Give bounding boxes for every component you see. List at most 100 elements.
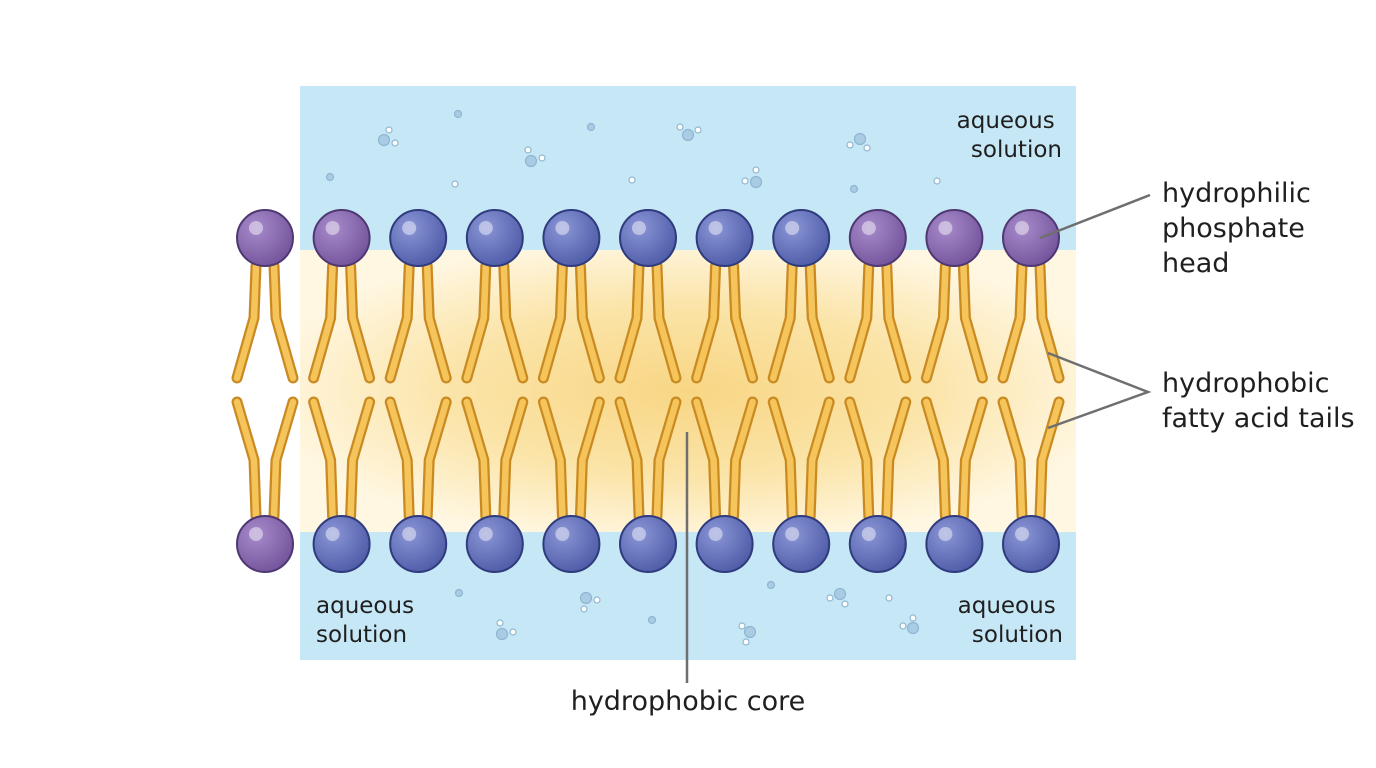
head-highlight xyxy=(785,221,800,235)
fatty-acid-tail-fill xyxy=(693,398,719,520)
fatty-acid-tail-fill xyxy=(463,398,490,520)
fatty-acid-tail-fill xyxy=(1036,398,1063,520)
aqueous-label-bottom-left: aqueous solution xyxy=(316,593,421,648)
fatty-acid-tail-fill xyxy=(846,398,873,520)
hydrophilic-head-label: hydrophilic phosphate head xyxy=(1162,178,1319,279)
fatty-acid-tail-fill xyxy=(270,262,297,382)
phosphate-head xyxy=(772,209,831,267)
fatty-acid-tail-fill xyxy=(500,262,527,382)
aqueous-top-line2: solution xyxy=(971,137,1062,163)
phosphate-head xyxy=(312,209,371,267)
phosphate-head xyxy=(619,209,677,267)
fatty-acid-tail-fill xyxy=(423,398,450,520)
fatty-acid-tail-fill xyxy=(730,398,756,520)
head-highlight xyxy=(478,221,493,235)
aqueous-label-bottom-right: aqueous solution xyxy=(958,593,1063,648)
head-highlight xyxy=(325,527,340,541)
fatty-acid-tail-fill xyxy=(386,262,413,382)
phosphate-head xyxy=(236,515,294,573)
fatty-acid-tail-fill xyxy=(999,262,1026,382)
fatty-acid-tail-fill xyxy=(577,262,603,382)
head-highlight xyxy=(1015,221,1029,235)
phosphate-head xyxy=(848,515,907,573)
aqueous-top-line1: aqueous xyxy=(957,108,1055,134)
phosphate-head xyxy=(389,515,448,573)
phosphate-heads xyxy=(236,209,1060,573)
fatty-acid-tail-fill xyxy=(653,398,680,520)
fatty-acid-tail-fill xyxy=(883,262,910,382)
hydrophobic-tails-label: hydrophobic fatty acid tails xyxy=(1162,368,1355,434)
fatty-acid-tail-fill xyxy=(883,398,910,520)
head-highlight xyxy=(402,527,417,541)
fatty-acid-tail-fill xyxy=(577,398,603,520)
fatty-acid-tail-fill xyxy=(923,262,949,382)
fatty-acid-tail-fill xyxy=(923,398,949,520)
fatty-acid-tail-fill xyxy=(386,398,413,520)
fatty-acid-tail-fill xyxy=(310,398,336,520)
phosphate-head xyxy=(925,209,984,267)
fatty-acid-tail-fill xyxy=(616,398,643,520)
fatty-acid-tail-fill xyxy=(540,262,566,382)
phosphate-head xyxy=(312,515,371,573)
tails-leader-line xyxy=(1047,351,1152,430)
fatty-acid-tail-fill xyxy=(806,398,833,520)
fatty-acid-tail-fill xyxy=(347,262,373,382)
aqueous-br-line2: solution xyxy=(972,622,1063,648)
fatty-acid-tail-fill xyxy=(846,262,873,382)
head-highlight xyxy=(555,221,570,235)
head-highlight xyxy=(1015,527,1029,541)
aqueous-bl-line1: aqueous xyxy=(316,593,414,619)
fatty-acid-tail-fill xyxy=(1036,262,1063,382)
phosphate-head xyxy=(389,209,448,267)
fatty-acid-tail-fill xyxy=(730,262,756,382)
aqueous-label-top-right: aqueous solution xyxy=(957,108,1062,163)
fatty-acid-tail-fill xyxy=(769,262,796,382)
phosphate-head xyxy=(1002,209,1060,267)
water-molecules xyxy=(325,109,941,646)
phosphate-head xyxy=(236,209,294,267)
head-highlight xyxy=(402,221,417,235)
fatty-acid-tail-fill xyxy=(653,262,680,382)
fatty-acid-tail-fill xyxy=(423,262,450,382)
fatty-acid-tail-fill xyxy=(347,398,373,520)
fatty-acid-tail-fill xyxy=(233,262,260,382)
phosphate-head xyxy=(465,209,524,267)
fatty-acid-tail-fill xyxy=(310,262,336,382)
tails-label-line2: fatty acid tails xyxy=(1162,403,1355,434)
head-label-line3: head xyxy=(1162,248,1229,279)
phosphate-head xyxy=(772,515,831,573)
head-label-line2: phosphate xyxy=(1162,213,1305,244)
head-leader-line xyxy=(1039,193,1151,240)
head-highlight xyxy=(478,527,493,541)
fatty-acid-tail-fill xyxy=(693,262,719,382)
phosphate-head xyxy=(695,515,754,573)
leader-lines xyxy=(685,193,1152,683)
fatty-acid-tail-fill xyxy=(960,398,986,520)
head-highlight xyxy=(785,527,800,541)
head-label-line1: hydrophilic xyxy=(1162,178,1311,209)
head-highlight xyxy=(708,527,723,541)
phosphate-head xyxy=(1002,515,1060,573)
phosphate-head xyxy=(465,515,524,573)
hydrophobic-core-label: hydrophobic core xyxy=(571,686,806,717)
head-highlight xyxy=(555,527,570,541)
head-highlight xyxy=(708,221,723,235)
fatty-acid-tail-fill xyxy=(540,398,566,520)
head-highlight xyxy=(861,527,876,541)
phosphate-head xyxy=(542,209,601,267)
fatty-acid-tail-fill xyxy=(270,398,297,520)
head-highlight xyxy=(325,221,340,235)
head-highlight xyxy=(249,221,263,235)
fatty-acid-tails xyxy=(231,260,1065,522)
head-highlight xyxy=(938,527,953,541)
aqueous-bl-line2: solution xyxy=(316,622,407,648)
tails-label-line1: hydrophobic xyxy=(1162,368,1330,399)
fatty-acid-tail-fill xyxy=(960,262,986,382)
head-highlight xyxy=(861,221,876,235)
head-highlight xyxy=(632,221,646,235)
fatty-acid-tail-fill xyxy=(233,398,260,520)
fatty-acid-tail-fill xyxy=(616,262,643,382)
fatty-acid-tail-fill xyxy=(500,398,527,520)
fatty-acid-tail-fill xyxy=(999,398,1026,520)
